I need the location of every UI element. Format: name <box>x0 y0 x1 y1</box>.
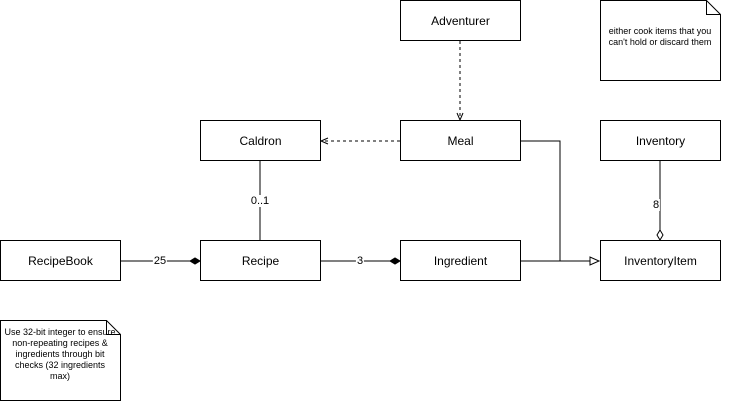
note-bottom-left-text[interactable]: Use 32-bit integer to ensure non-repeati… <box>4 327 116 381</box>
class-meal[interactable]: Meal <box>400 120 521 161</box>
note-top-right-text[interactable]: either cook items that you can't hold or… <box>608 26 712 47</box>
class-caldron[interactable]: Caldron <box>200 120 321 161</box>
edge-meal-caldron <box>319 137 400 145</box>
class-adventurer[interactable]: Adventurer <box>400 0 521 41</box>
class-recipe[interactable]: Recipe <box>200 240 321 281</box>
multiplicity-recipebook-recipe[interactable]: 25 <box>152 255 168 267</box>
multiplicity-caldron-recipe[interactable]: 0..1 <box>249 195 271 207</box>
multiplicity-recipe-ingredient[interactable]: 3 <box>355 255 365 267</box>
class-inventory-item[interactable]: InventoryItem <box>600 240 721 281</box>
class-inventory[interactable]: Inventory <box>600 120 721 161</box>
edge-adventurer-meal <box>456 41 464 122</box>
class-recipe-book[interactable]: RecipeBook <box>0 240 121 281</box>
note-top-right-shape <box>600 0 721 81</box>
note-bottom-left-shape <box>0 320 121 401</box>
multiplicity-inventory-inventoryitem[interactable]: 8 <box>651 199 661 211</box>
class-ingredient[interactable]: Ingredient <box>400 240 521 281</box>
edge-meal-inventoryitem <box>521 140 590 262</box>
